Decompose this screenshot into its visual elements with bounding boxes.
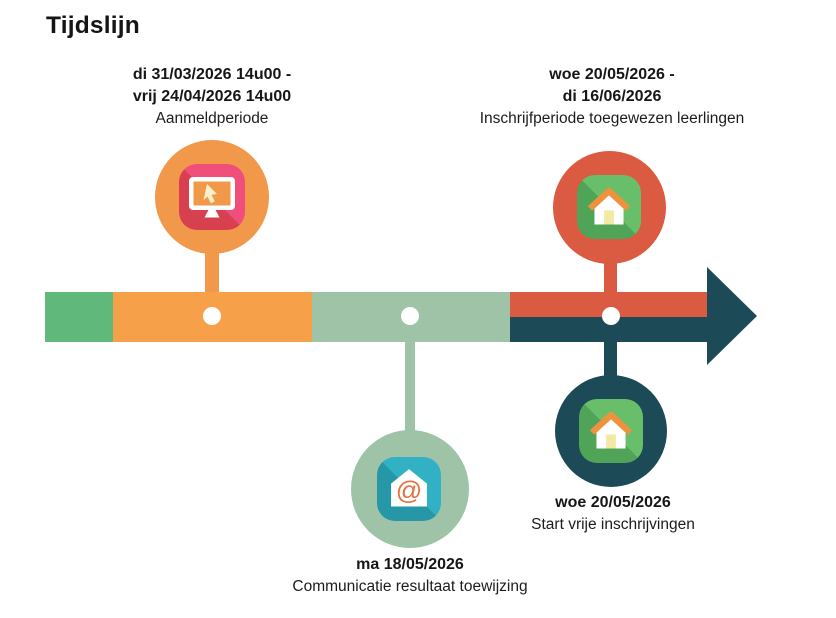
house-icon xyxy=(577,175,641,239)
milestone-3-marker: @ xyxy=(351,430,469,548)
milestone-3-text: ma 18/05/2026 Communicatie resultaat toe… xyxy=(250,554,570,598)
computer-click-icon xyxy=(179,164,245,230)
milestone-1-marker xyxy=(155,140,269,254)
milestone-2-date-line-1: woe 20/05/2026 - xyxy=(549,66,675,83)
milestone-1-date-line-1: di 31/03/2026 14u00 - xyxy=(132,66,292,83)
milestone-2-marker xyxy=(553,151,666,264)
milestone-1-connector xyxy=(205,249,219,294)
milestone-3-connector xyxy=(405,340,415,432)
milestone-2-connector xyxy=(604,262,617,294)
timeline-node-dot-1 xyxy=(203,307,221,325)
milestone-4-connector xyxy=(604,340,617,378)
house-icon xyxy=(579,399,643,463)
milestone-3-label: Communicatie resultaat toewijzing xyxy=(292,578,528,595)
milestone-4-text: woe 20/05/2026 Start vrije inschrijvinge… xyxy=(463,492,763,536)
at-symbol: @ xyxy=(396,476,423,506)
milestone-3-date-line-1: ma 18/05/2026 xyxy=(356,556,464,573)
milestone-4-marker xyxy=(555,375,667,487)
page-title: Tijdslijn xyxy=(46,12,140,39)
milestone-2-date-line-2: di 16/06/2026 xyxy=(562,88,662,105)
milestone-1-text: di 31/03/2026 14u00 - vrij 24/04/2026 14… xyxy=(62,64,362,130)
timeline-node-dot-3 xyxy=(602,307,620,325)
timeline-node-dot-2 xyxy=(401,307,419,325)
house-icon-svg xyxy=(589,411,633,449)
milestone-4-label: Start vrije inschrijvingen xyxy=(531,516,695,533)
milestone-2-label: Inschrijfperiode toegewezen leerlingen xyxy=(479,110,745,127)
computer-click-icon-svg xyxy=(189,177,235,218)
timeline-arrow-icon xyxy=(707,267,757,365)
milestone-1-label: Aanmeldperiode xyxy=(155,110,269,127)
email-at-icon-svg: @ xyxy=(391,469,427,507)
milestone-2-text: woe 20/05/2026 - di 16/06/2026 Inschrijf… xyxy=(452,64,772,130)
milestone-1-date-line-2: vrij 24/04/2026 14u00 xyxy=(132,88,292,105)
house-icon-svg xyxy=(587,187,631,225)
email-at-icon: @ xyxy=(377,457,441,521)
milestone-4-date-line-1: woe 20/05/2026 xyxy=(555,494,671,511)
timeline-segment-1 xyxy=(45,292,113,342)
